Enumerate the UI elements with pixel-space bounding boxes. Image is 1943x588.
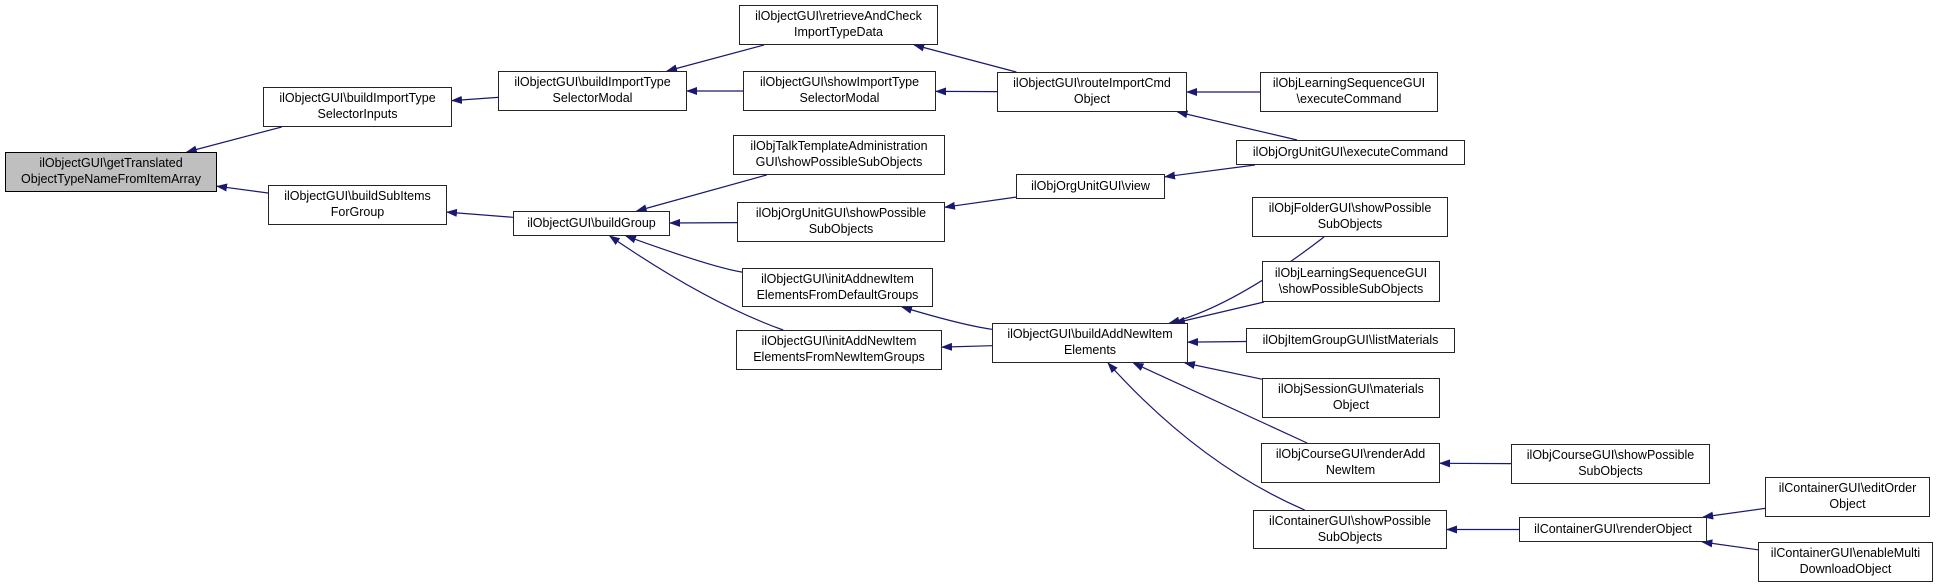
edge-orgUnitExecuteCommand-routeImportCmdObject [1176,110,1298,141]
edge-containerEnableMultiDownload-containerRenderObject [1701,539,1759,551]
node-label-line: SubObjects [1317,217,1383,231]
edge-orgUnitExecuteCommand-orgUnitView [1164,164,1255,180]
node-label-line: ObjectTypeNameFromItemArray [21,172,201,186]
node-label-line: ilContainerGUI\editOrder [1778,481,1917,496]
node-label-line: Elements [1063,343,1117,357]
node-label-line: ilObjOrgUnitGUI\executeCommand [1252,144,1449,159]
node-label-line: ilObjectGUI\getTranslated [39,156,183,171]
graph-node-orgUnitView[interactable]: ilObjOrgUnitGUI\view [1016,174,1165,199]
node-label-line: ilObjLearningSequenceGUI [1272,76,1426,91]
graph-node-lsExecuteCommand[interactable]: ilObjLearningSequenceGUI\executeCommand [1260,72,1438,112]
node-label-line: ilObjLearningSequenceGUI [1274,265,1428,280]
edge-buildImportTypeSelectorModal-buildImportTypeSelectorInputs [451,95,499,104]
node-label-line: \executeCommand [1296,92,1402,106]
node-label-line: ForGroup [330,205,385,219]
edge-initAddnewItemDefaultGroups-buildGroup [624,235,743,273]
edge-buildAddNewItemElements-initAddnewItemDefaultGroups [901,306,993,330]
node-label-line: SelectorModal [799,91,880,105]
edge-orgUnitView-orgUnitShowPossible [944,196,1017,210]
node-label-line: ilObjItemGroupGUI\listMaterials [1262,332,1439,347]
edge-lsShowPossible-buildAddNewItemElements [1173,301,1265,325]
node-label-line: DownloadObject [1799,562,1892,576]
node-label-line: ilObjFolderGUI\showPossible [1268,201,1432,216]
graph-node-itemGroupListMaterials[interactable]: ilObjItemGroupGUI\listMaterials [1246,328,1455,353]
edge-talkTemplateShowPossible-buildGroup [635,174,767,213]
node-label-line: ilObjOrgUnitGUI\showPossible [755,206,927,221]
node-label-line: ilObjectGUI\buildImportType [514,75,671,90]
node-label-line: Object [1073,92,1111,106]
node-label-line: ElementsFromNewItemGroups [753,350,925,364]
node-label-line: ilObjectGUI\showImportType [759,75,920,90]
edge-buildAddNewItemElements-initAddNewItemNewItemGroups [941,342,993,351]
node-label-line: SelectorInputs [317,107,398,121]
node-label-line: ilContainerGUI\showPossible [1269,513,1431,528]
edge-buildSubItemsForGroup-getTranslated [216,183,269,194]
node-label-line: ilObjectGUI\initAddNewItem [761,334,917,349]
edge-retrieveAndCheckImportTypeData-buildImportTypeSelectorModal [666,44,765,73]
node-label-line: ilObjectGUI\buildSubItems [284,189,431,204]
node-label-line: ImportTypeData [794,25,883,39]
node-label-line: ilObjectGUI\buildGroup [527,215,656,230]
node-label-line: NewItem [1325,463,1376,477]
node-label-line: ilObjTalkTemplateAdministration [750,139,928,154]
node-label-line: ilObjectGUI\initAddnewItem [761,271,914,286]
node-label-line: ilContainerGUI\renderObject [1534,521,1692,536]
node-label-line: SubObjects [1578,464,1643,478]
node-label-line: ilObjSessionGUI\materials [1278,382,1424,397]
edge-courseRenderAddNewItem-buildAddNewItemElements [1132,362,1308,444]
node-label-line: ilObjCourseGUI\showPossible [1526,448,1695,463]
edge-containerShowPossible-buildAddNewItemElements [1107,362,1305,511]
node-label-line: SubObjects [1317,529,1383,544]
edge-buildImportTypeSelectorInputs-getTranslated [185,126,282,154]
node-label-line: SubObjects [808,222,874,236]
graph-node-lsShowPossible[interactable]: ilObjLearningSequenceGUI\showPossibleSub… [1262,261,1440,302]
node-label-line: Object [1332,398,1370,412]
node-label-line: ElementsFromDefaultGroups [756,287,919,302]
node-label-line: ilObjectGUI\buildAddNewItem [1007,327,1173,342]
node-label-line: ilObjectGUI\routeImportCmd [1013,76,1171,91]
graph-node-buildGroup[interactable]: ilObjectGUI\buildGroup [513,211,670,236]
edge-initAddNewItemNewItemGroups-buildGroup [608,235,784,331]
graph-node-orgUnitExecuteCommand[interactable]: ilObjOrgUnitGUI\executeCommand [1236,140,1465,165]
node-label-line: \showPossibleSubObjects [1278,281,1424,296]
node-label-line: ilObjCourseGUI\renderAdd [1275,447,1426,462]
edge-containerEditOrderObject-containerRenderObject [1702,507,1766,520]
node-label-line: Object [1829,497,1866,511]
node-label-line: ilContainerGUI\enableMulti [1770,546,1921,561]
edge-itemGroupListMaterials-buildAddNewItemElements [1187,337,1247,346]
edge-buildGroup-buildSubItemsForGroup [446,208,514,218]
graph-node-containerRenderObject[interactable]: ilContainerGUI\renderObject [1519,517,1707,542]
node-label-line: ilObjectGUI\buildImportType [279,91,436,106]
edge-routeImportCmdObject-retrieveAndCheckImportTypeData [913,43,1017,73]
node-label-line: SelectorModal [552,91,633,105]
node-label-line: GUI\showPossibleSubObjects [755,155,923,169]
edge-sessionMaterialsObject-buildAddNewItemElements [1183,361,1263,380]
node-label-line: ilObjectGUI\retrieveAndCheck [755,9,922,24]
node-label-line: ilObjOrgUnitGUI\view [1031,178,1150,193]
